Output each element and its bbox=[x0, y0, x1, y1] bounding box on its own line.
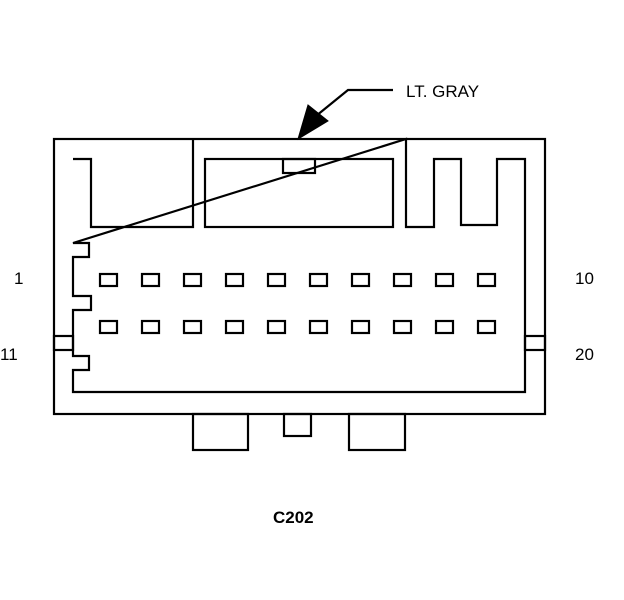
pin-cavity-15 bbox=[266, 319, 287, 335]
bottom-tab-right bbox=[347, 412, 407, 452]
pin-label-20: 20 bbox=[575, 345, 594, 364]
pin-label-10: 10 bbox=[575, 269, 594, 288]
pin-cavity-12 bbox=[140, 319, 161, 335]
color-callout: LT. GRAY bbox=[297, 82, 479, 141]
pin-cavity-14 bbox=[224, 319, 245, 335]
connector-color-label: LT. GRAY bbox=[406, 82, 479, 101]
right-side-rib bbox=[523, 334, 547, 352]
pin-cavity-5 bbox=[266, 272, 287, 288]
left-side-rib bbox=[52, 334, 75, 352]
connector-id-label: C202 bbox=[273, 508, 314, 527]
pin-cavity-3 bbox=[182, 272, 203, 288]
pin-cavity-17 bbox=[350, 319, 371, 335]
pin-cavity-10 bbox=[476, 272, 497, 288]
pin-cavity-18 bbox=[392, 319, 413, 335]
pin-cavity-9 bbox=[434, 272, 455, 288]
housing-outline bbox=[52, 137, 547, 416]
pin-cavities bbox=[98, 272, 497, 335]
pin-label-1: 1 bbox=[14, 269, 23, 288]
pin-cavity-13 bbox=[182, 319, 203, 335]
callout-leader-line bbox=[315, 88, 393, 117]
bottom-tab-left bbox=[191, 412, 250, 452]
pin-cavity-7 bbox=[350, 272, 371, 288]
pin-cavity-2 bbox=[140, 272, 161, 288]
pin-cavity-1 bbox=[98, 272, 119, 288]
pin-cavity-20 bbox=[476, 319, 497, 335]
pin-cavity-8 bbox=[392, 272, 413, 288]
bottom-tab-center bbox=[282, 412, 313, 438]
pin-cavity-11 bbox=[98, 319, 119, 335]
pin-cavity-4 bbox=[224, 272, 245, 288]
top-key-tab bbox=[281, 157, 317, 175]
pin-cavity-19 bbox=[434, 319, 455, 335]
pin-label-11: 11 bbox=[0, 345, 18, 364]
pin-cavity-16 bbox=[308, 319, 329, 335]
connector-housing bbox=[52, 137, 547, 452]
pin-cavity-6 bbox=[308, 272, 329, 288]
housing-inner-cavity bbox=[71, 137, 527, 394]
callout-arrowhead bbox=[297, 104, 329, 141]
